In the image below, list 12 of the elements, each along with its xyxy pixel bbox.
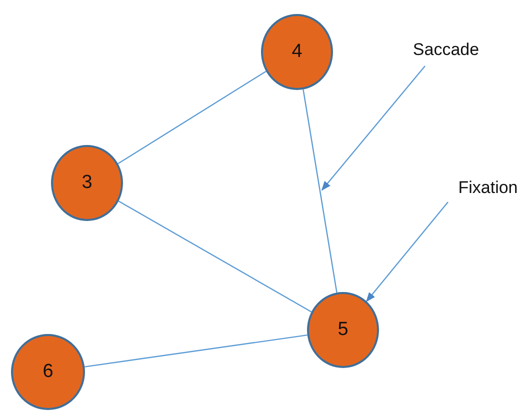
- leader-arrow: [321, 66, 426, 191]
- leader-arrow: [366, 202, 448, 302]
- node-number: 4: [292, 41, 302, 63]
- connector-line: [302, 89, 338, 293]
- connector-line: [118, 200, 312, 312]
- callout-label: Saccade: [412, 40, 480, 60]
- node-number: 6: [42, 361, 54, 383]
- connector-line: [118, 70, 266, 164]
- callout-label: Fixation: [458, 178, 518, 198]
- node-number: 3: [82, 172, 92, 194]
- connector-line: [84, 334, 308, 368]
- node-number: 5: [338, 319, 348, 341]
